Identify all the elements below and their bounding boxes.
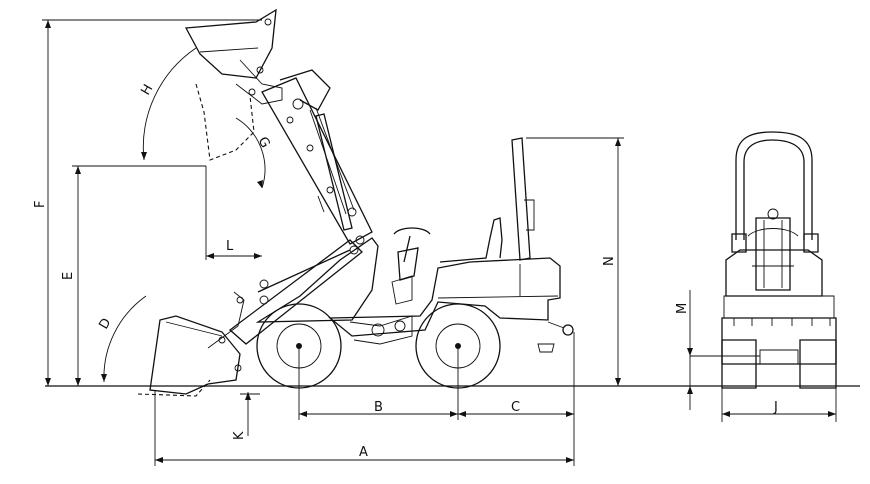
label-M: M [675,303,690,314]
seat [439,217,503,263]
label-F: F [33,201,48,208]
side-view-loader [137,8,574,397]
bucket-dumped [195,83,255,161]
steering-wheel [393,227,431,235]
label-K: K [232,431,247,440]
bucket-lowered [149,315,241,395]
lift-arm-lowered [228,239,363,345]
label-B: B [374,400,383,415]
chassis [328,257,561,337]
label-H: H [138,82,156,98]
label-J: J [773,400,778,415]
label-C: C [511,400,520,415]
rops-bar [511,137,531,261]
label-D: D [96,316,114,332]
dimension-lines [42,19,624,466]
front-view-loader [687,131,837,422]
label-N: N [602,256,617,266]
label-L: L [226,239,234,254]
label-A: A [359,445,368,460]
label-G: G [255,135,273,151]
label-E: E [61,272,76,280]
lift-arm-raised [261,77,373,245]
